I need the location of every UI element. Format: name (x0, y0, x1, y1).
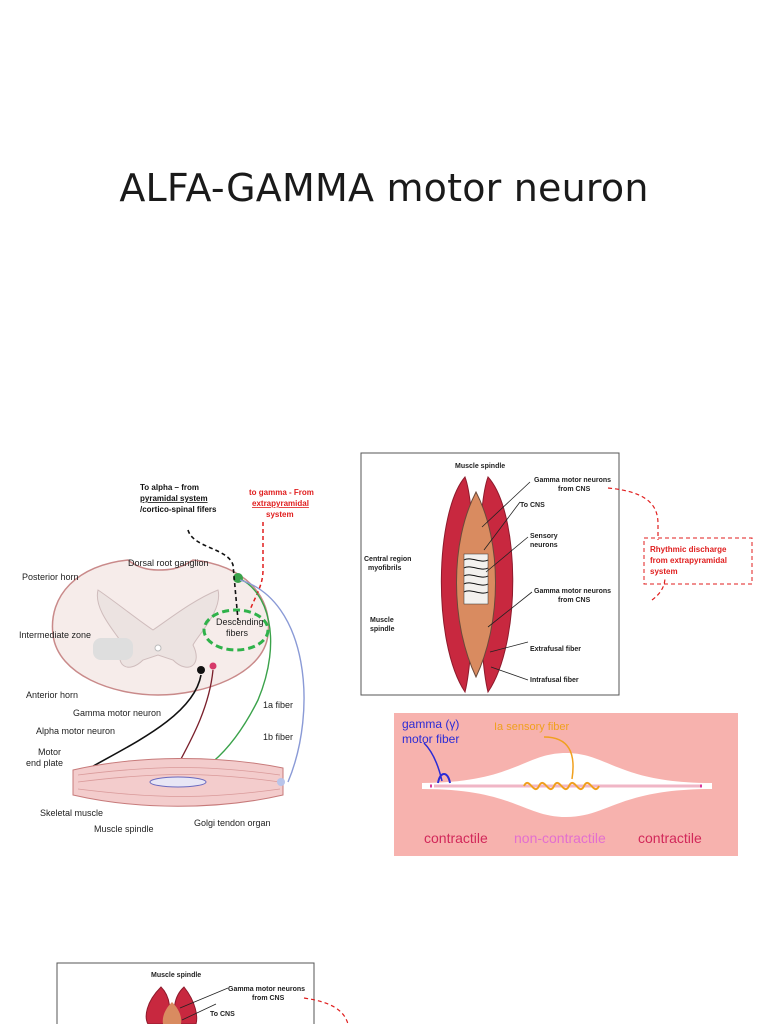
note-gamma-line3: system (266, 510, 294, 519)
central-canal (154, 644, 162, 652)
note-alpha-line3: /cortico-spinal fifers (140, 505, 217, 514)
muscle-spindle-repeat-illustration: Muscle spindle Gamma motor neurons from … (56, 962, 349, 1024)
ia-fiber-line (543, 736, 574, 780)
note-alpha-line1: To alpha – from (140, 483, 199, 492)
callout-top-arrow (607, 487, 659, 540)
label-gamma-2: motor fiber (402, 732, 459, 746)
sensory-wrapping (463, 558, 489, 594)
spindle-repeat-border (56, 962, 315, 1024)
repeat-to-cns: To CNS (210, 1011, 235, 1018)
spinal-reflex-illustration: To alpha – from pyramidal system /cortic… (19, 483, 314, 834)
repeat-gamma-top-2: from CNS (252, 995, 285, 1002)
central-region-myofibrils (463, 553, 489, 605)
label-gamma-motor-neuron: Gamma motor neuron (73, 708, 161, 718)
label-central-2: myofibrils (368, 565, 402, 572)
label-sensory-2: neurons (530, 542, 558, 549)
muscle-spindle-figure: Muscle spindle Gamma motor neurons from … (360, 452, 765, 700)
note-rhythmic-2: from extrapyramidal (650, 556, 727, 565)
callout-bottom-arrow (651, 576, 666, 601)
label-anterior-horn: Anterior horn (26, 690, 78, 700)
label-fiber-1a: 1a fiber (263, 700, 293, 710)
spinal-reflex-figure: To alpha – from pyramidal system /cortic… (18, 470, 338, 840)
golgi-tendon-organ-shape (277, 778, 285, 786)
label-gamma-mid-1: Gamma motor neurons (534, 588, 611, 595)
intrafusal-fiber-figure: gamma (γ) motor fiber Ia sensory fiber c… (394, 713, 738, 856)
label-descending-2: fibers (226, 628, 249, 638)
label-contractile-left: contractile (424, 830, 488, 846)
repeat-spindle-capsule (162, 1002, 182, 1024)
label-fiber-1b: 1b fiber (263, 732, 293, 742)
descending-fibers-ellipse (202, 608, 270, 652)
gamma-endplate (437, 773, 451, 784)
label-sensory-1: Sensory (530, 533, 558, 540)
label-intrafusal: Intrafusal fiber (530, 677, 579, 684)
gamma-pathway-arrow (249, 522, 264, 611)
note-gamma-line1: to gamma - From (249, 488, 314, 497)
intermediate-zone-shade (93, 638, 133, 660)
note-gamma-line2: extrapyramidal (252, 499, 309, 508)
label-muscle-spindle-1: Muscle (370, 617, 394, 624)
label-extrafusal: Extrafusal fiber (530, 646, 581, 653)
intrafusal-fiber-illustration: gamma (γ) motor fiber Ia sensory fiber c… (394, 713, 738, 856)
label-gamma-1: gamma (γ) (402, 717, 459, 731)
label-muscle-spindle-2: spindle (370, 626, 395, 633)
label-to-cns: To CNS (520, 502, 545, 509)
label-skeletal-muscle: Skeletal muscle (40, 808, 103, 818)
repeat-leader-lines (179, 987, 229, 1021)
gamma-motor-neuron-body (209, 662, 217, 670)
ia-annulospiral-ending (523, 781, 600, 791)
note-alpha-line2: pyramidal system (140, 494, 208, 503)
label-contractile-right: contractile (638, 830, 702, 846)
repeat-spindle-title: Muscle spindle (151, 972, 201, 979)
fiber-1b-line (239, 579, 305, 783)
gamma-fiber-line (423, 742, 443, 782)
label-golgi-tendon-organ: Golgi tendon organ (194, 818, 271, 828)
label-intermediate-zone: Intermediate zone (19, 630, 91, 640)
label-gamma-top-1: Gamma motor neurons (534, 477, 611, 484)
muscle-striations (77, 767, 281, 797)
label-gamma-mid-2: from CNS (558, 597, 591, 604)
spindle-title: Muscle spindle (455, 463, 505, 470)
label-dorsal-root-ganglion: Dorsal root ganglion (128, 558, 209, 568)
slide-title: ALFA-GAMMA motor neuron (119, 166, 649, 210)
repeat-gamma-top-1: Gamma motor neurons (228, 986, 305, 993)
note-rhythmic-3: system (650, 567, 678, 576)
label-motor-end-plate-2: end plate (26, 758, 63, 768)
label-muscle-spindle: Muscle spindle (94, 824, 154, 834)
label-posterior-horn: Posterior horn (22, 572, 79, 582)
note-rhythmic-1: Rhythmic discharge (650, 545, 727, 554)
alpha-pathway-arrow (187, 529, 239, 621)
repeat-callout-arrow (303, 997, 349, 1024)
label-ia-sensory: Ia sensory fiber (494, 721, 570, 733)
label-alpha-motor-neuron: Alpha motor neuron (36, 726, 115, 736)
label-non-contractile: non-contractile (514, 830, 606, 846)
label-central-1: Central region (364, 556, 411, 563)
alpha-motor-neuron-body (197, 666, 205, 674)
label-motor-end-plate-1: Motor (38, 747, 61, 757)
muscle-spindle-illustration: Muscle spindle Gamma motor neurons from … (360, 452, 753, 696)
nerve-leader-lines (481, 481, 533, 681)
label-descending-1: Descending (216, 617, 264, 627)
label-gamma-top-2: from CNS (558, 486, 591, 493)
spindle-panel-border (360, 452, 620, 696)
muscle-spindle-figure-repeat: Muscle spindle Gamma motor neurons from … (56, 962, 356, 1024)
muscle-spindle-shape (149, 776, 207, 788)
